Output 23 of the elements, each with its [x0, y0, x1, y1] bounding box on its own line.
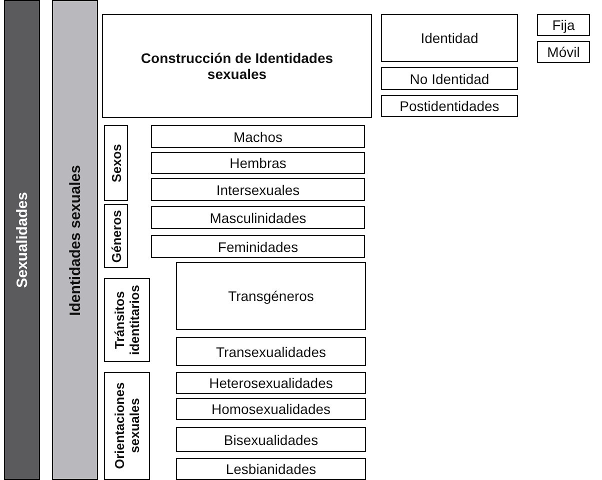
- term-box: Machos: [151, 125, 365, 148]
- group-label: Tránsitos identitarios: [104, 278, 150, 362]
- term-box: Fija: [537, 14, 590, 36]
- term-box: Identidad: [381, 14, 518, 62]
- group-label: Orientaciones sexuales: [104, 372, 150, 480]
- term-box: Hembras: [151, 152, 365, 174]
- term-box: Homosexualidades: [176, 398, 366, 420]
- category-bar: Identidades sexuales: [52, 0, 98, 480]
- term-box: Transgéneros: [176, 262, 366, 330]
- group-label: Géneros: [104, 204, 128, 268]
- category-bar: Sexualidades: [4, 0, 40, 480]
- term-box: Postidentidades: [381, 95, 518, 117]
- term-box: Lesbianidades: [176, 458, 366, 480]
- term-box: Feminidades: [151, 235, 365, 258]
- group-label: Sexos: [104, 125, 128, 201]
- term-box: Intersexuales: [151, 178, 365, 201]
- term-box: No Identidad: [381, 67, 518, 90]
- term-box: Móvil: [537, 41, 590, 63]
- term-box: Masculinidades: [151, 206, 365, 229]
- term-box: Heterosexualidades: [176, 372, 366, 394]
- term-box: Transexualidades: [176, 337, 366, 366]
- term-box: Bisexualidades: [176, 427, 366, 452]
- heading-box: Construcción de Identidades sexuales: [102, 14, 372, 118]
